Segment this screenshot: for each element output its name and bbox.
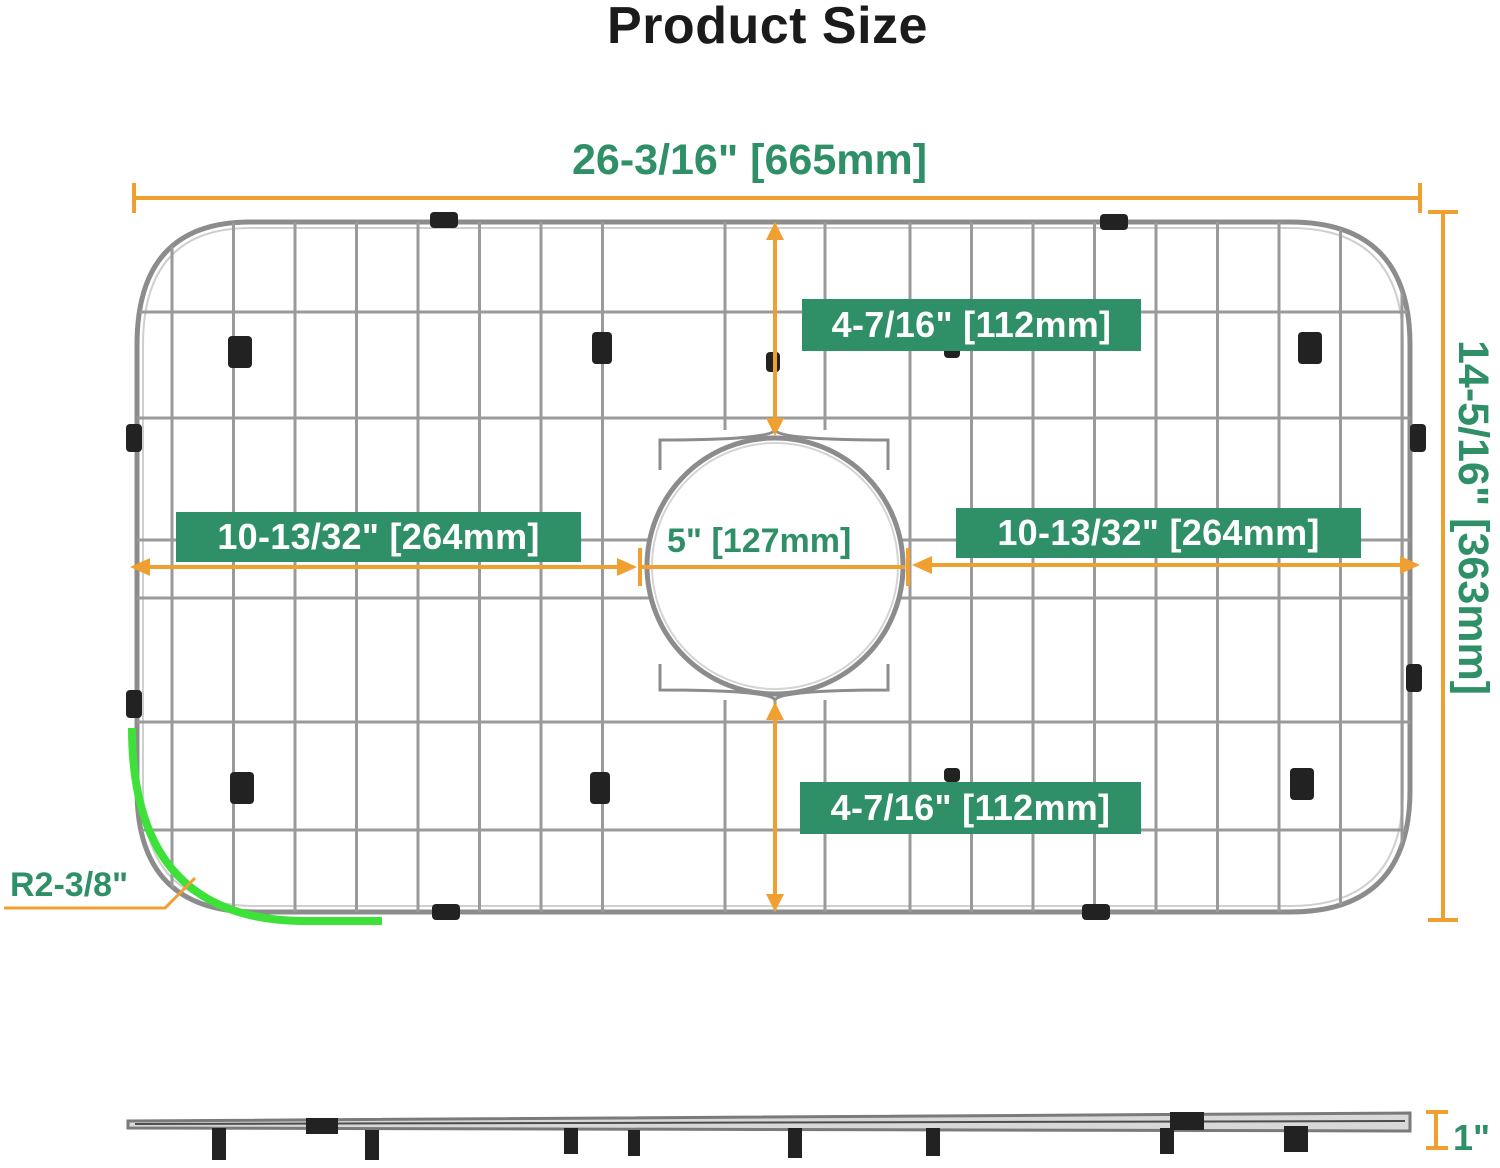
right-width-label: 10-13/32" [264mm] <box>956 508 1361 558</box>
page-title: Product Size <box>607 0 928 55</box>
profile-foot <box>1284 1126 1308 1152</box>
bumper <box>230 772 254 804</box>
profile-foot <box>306 1118 338 1134</box>
bottom-center-dimension <box>766 702 784 912</box>
bumper <box>430 212 458 228</box>
profile-foot <box>365 1130 379 1160</box>
right-width-dimension <box>912 556 1420 574</box>
bottom-center-label: 4-7/16" [112mm] <box>800 782 1141 834</box>
bumper <box>1290 768 1314 800</box>
profile-feet <box>212 1112 1308 1160</box>
overall-height-label: 14-5/16" [363mm] <box>1449 340 1497 696</box>
top-center-dimension <box>766 222 784 436</box>
hole-diameter-label: 5" [127mm] <box>667 522 852 560</box>
side-profile-view <box>126 1111 1412 1160</box>
rack-height-dimension <box>1426 1110 1448 1150</box>
overall-height-dimension <box>1428 210 1458 922</box>
bumper <box>1100 214 1128 230</box>
bumper <box>944 768 960 782</box>
bumper <box>1298 332 1322 364</box>
bumper <box>126 424 142 452</box>
rubber-bumpers <box>126 212 1426 920</box>
profile-foot <box>628 1130 640 1156</box>
bumper <box>228 336 252 368</box>
bumper <box>592 332 612 364</box>
profile-foot <box>1160 1128 1174 1154</box>
bumper <box>1082 904 1110 920</box>
profile-foot <box>564 1128 578 1154</box>
bumper <box>1410 424 1426 452</box>
overall-width-label: 26-3/16" [665mm] <box>572 136 928 184</box>
profile-foot <box>788 1128 802 1158</box>
profile-foot <box>212 1128 226 1160</box>
rack-frame <box>134 219 1413 915</box>
profile-foot <box>926 1128 940 1156</box>
top-center-label: 4-7/16" [112mm] <box>802 299 1141 351</box>
bumper <box>126 690 142 718</box>
overall-width-dimension <box>132 183 1422 213</box>
bumper <box>432 904 460 920</box>
corner-radius-leader <box>4 876 197 910</box>
left-width-label: 10-13/32" [264mm] <box>176 512 581 562</box>
corner-radius-label: R2-3/8" <box>10 866 129 904</box>
rack-height-label: 1" <box>1453 1117 1491 1158</box>
hole-diameter-dimension <box>638 548 910 586</box>
corner-radius-highlight <box>128 727 382 925</box>
bumper <box>1406 664 1422 692</box>
bumper <box>590 772 610 804</box>
left-width-dimension <box>130 558 637 576</box>
profile-foot <box>1170 1112 1204 1130</box>
